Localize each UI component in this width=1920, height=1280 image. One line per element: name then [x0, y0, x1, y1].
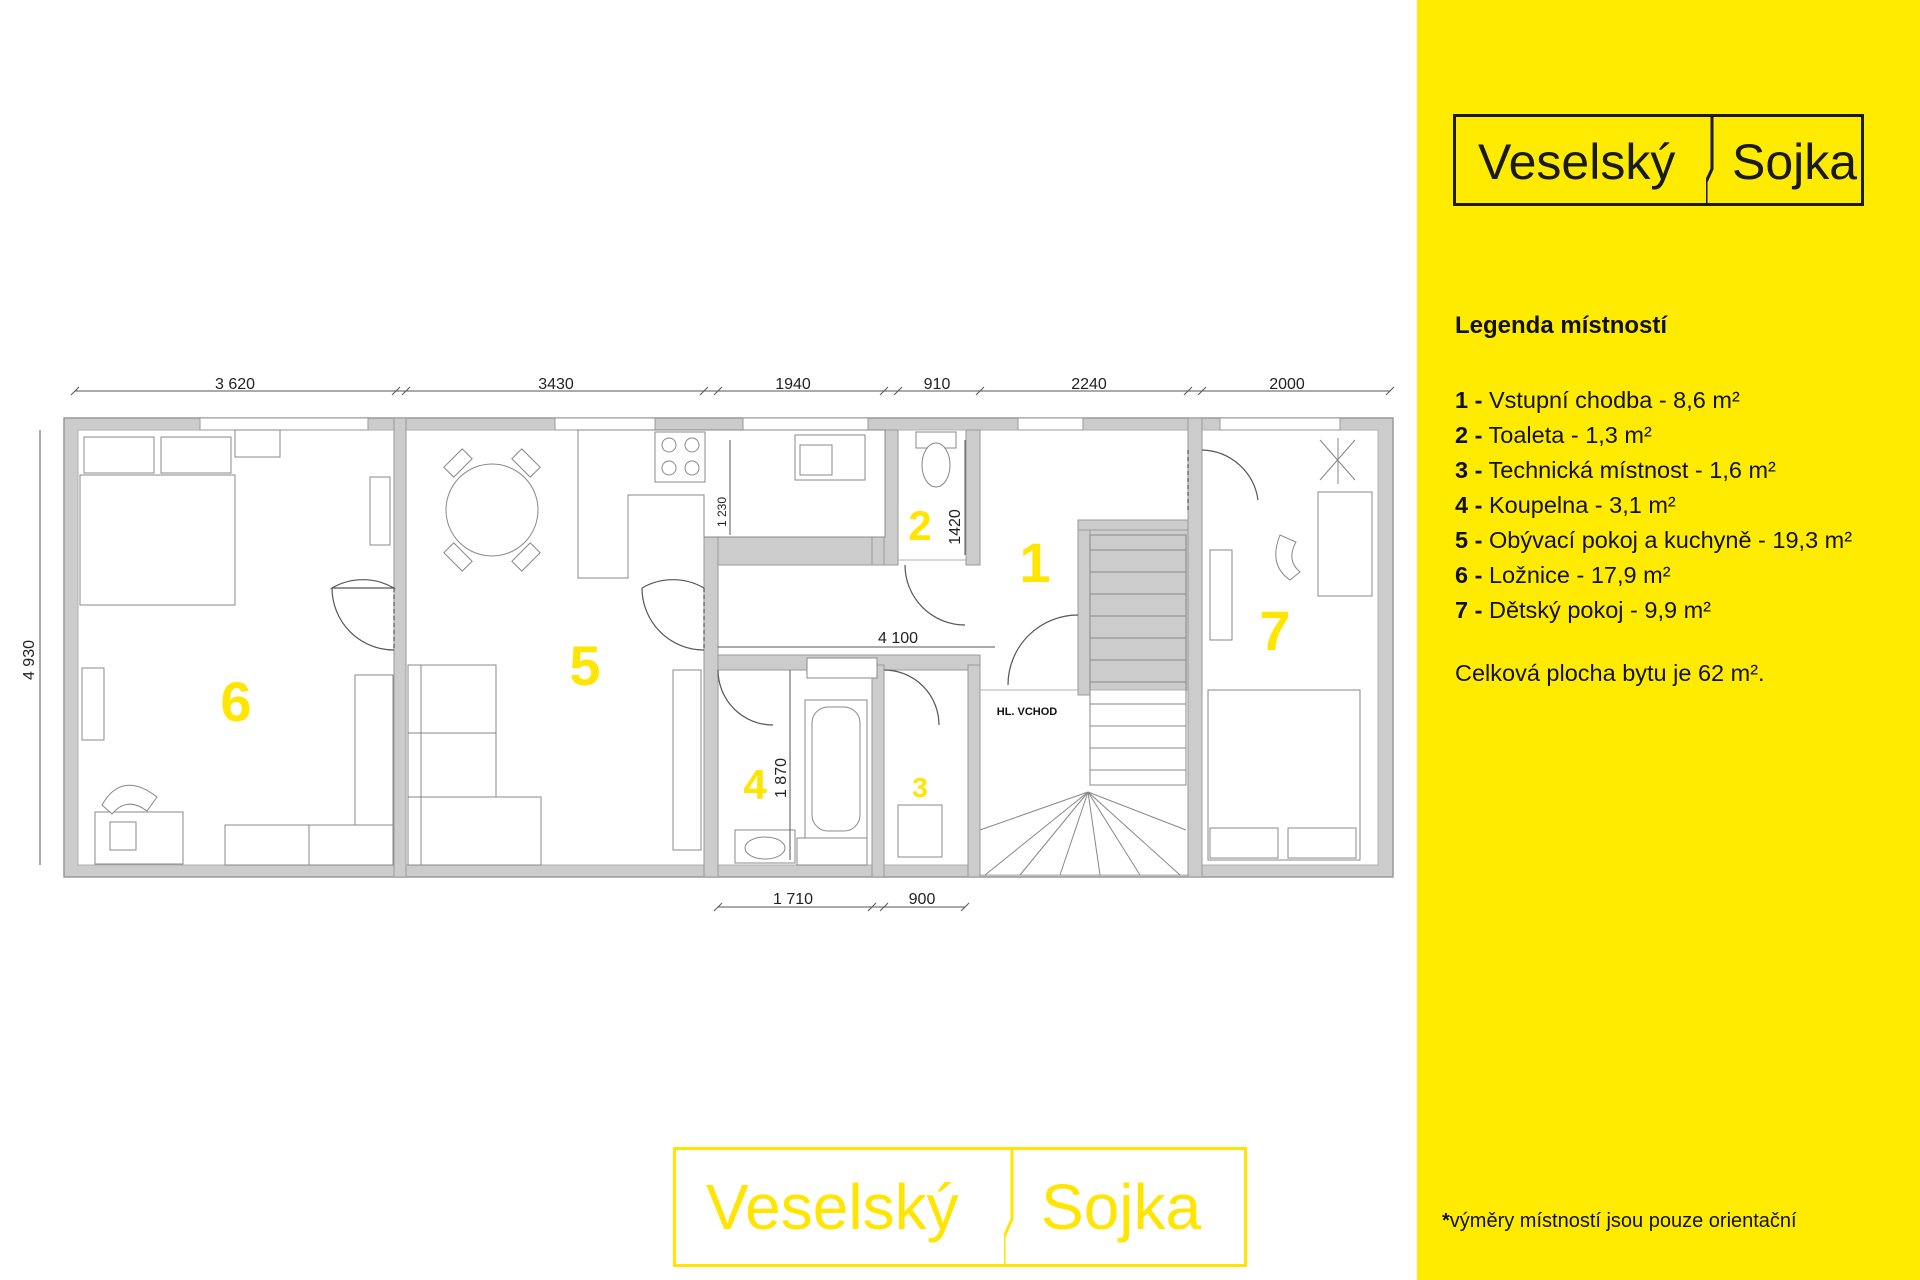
doors [329, 449, 1259, 726]
furniture [79, 429, 1373, 866]
staircase [979, 534, 1187, 876]
dimension-tick [879, 902, 889, 912]
room-number-5: 5 [569, 634, 600, 697]
legend-item: 6 - Ložnice - 17,9 m² [1455, 562, 1671, 588]
sofa [407, 664, 497, 800]
legend-item: 5 - Obývací pokoj a kuchyně - 19,3 m² [1455, 527, 1853, 553]
dim-top-1: 3 620 [215, 376, 255, 393]
dimension-tick [1197, 386, 1207, 396]
brand-logo-top: Veselský Sojka [1453, 114, 1864, 206]
dim-top-4: 910 [924, 376, 951, 393]
stair-tread [1087, 791, 1141, 876]
dimension-tick [70, 386, 80, 396]
room-number-3: 3 [912, 772, 928, 803]
room-numbers: 1 2 3 4 5 6 7 [220, 502, 1290, 808]
floor-plan: 3 620 3430 1940 910 2240 2000 4 930 1 71… [21, 376, 1395, 912]
brand-logo-bottom: Veselský Sojka [673, 1147, 1247, 1267]
room-number-7: 7 [1259, 599, 1290, 662]
stair-tread [1019, 791, 1089, 876]
dim-bottom-2: 900 [909, 891, 936, 908]
stair-tread [984, 791, 1089, 876]
legend-panel [1417, 0, 1920, 1280]
toilet-bowl [921, 442, 951, 488]
stair-tread [1087, 791, 1101, 876]
dim-top-5: 2240 [1071, 376, 1107, 393]
dimension-tick [401, 386, 411, 396]
room-number-1: 1 [1019, 531, 1050, 594]
brand-word-2: Sojka [1732, 134, 1858, 190]
dim-top-3: 1940 [775, 376, 811, 393]
dimension-tick [391, 386, 401, 396]
windows [199, 417, 1341, 431]
dim-toilet: 1420 [947, 509, 964, 545]
dim-bathroom: 1 870 [773, 758, 790, 798]
dimension-tick [1183, 386, 1193, 396]
dim-left: 4 930 [21, 640, 38, 680]
dimension-tick [879, 386, 889, 396]
dimension-tick [867, 902, 877, 912]
entrance-label: HL. VCHOD [997, 706, 1058, 718]
brand-word-1: Veselský [1478, 134, 1676, 190]
dimension-tick [960, 902, 970, 912]
total-area: Celková plocha bytu je 62 m². [1455, 660, 1765, 686]
legend-item: 7 - Dětský pokoj - 9,9 m² [1455, 597, 1711, 623]
stair-tread [1059, 791, 1089, 876]
dimension-tick [699, 386, 709, 396]
legend-item: 1 - Vstupní chodba - 8,6 m² [1455, 387, 1740, 413]
legend-title: Legenda místností [1455, 312, 1668, 339]
dimension-tick [1385, 386, 1395, 396]
room-number-4: 4 [743, 761, 767, 808]
brand-word-2: Sojka [1041, 1171, 1202, 1243]
dim-top-2: 3430 [538, 376, 574, 393]
legend-item: 2 - Toaleta - 1,3 m² [1455, 422, 1652, 448]
stair-tread [1087, 791, 1181, 876]
brand-slash-mark [1706, 114, 1714, 206]
dimension-labels: 3 620 3430 1940 910 2240 2000 4 930 1 71… [21, 376, 1305, 908]
room-number-6: 6 [220, 670, 251, 733]
stair-tread [979, 791, 1089, 831]
dimension-tick [713, 902, 723, 912]
dim-corridor: 4 100 [878, 630, 918, 647]
dim-kitchen: 1 230 [715, 497, 729, 527]
dining-table [445, 463, 539, 557]
dimension-tick [975, 386, 985, 396]
footnote: *výměry místností jsou pouze orientační [1442, 1210, 1797, 1232]
brand-slash-mark [1004, 1147, 1014, 1267]
dim-bottom-1: 1 710 [773, 891, 813, 908]
room-number-2: 2 [908, 502, 931, 549]
legend-item: 4 - Koupelna - 3,1 m² [1455, 492, 1676, 518]
legend-item: 3 - Technická místnost - 1,6 m² [1455, 457, 1776, 483]
dim-top-6: 2000 [1269, 376, 1305, 393]
dimension-tick [893, 386, 903, 396]
brand-word-1: Veselský [706, 1171, 959, 1243]
dimension-tick [713, 386, 723, 396]
dimension-lines [39, 386, 1395, 912]
legend-list: 1 - Vstupní chodba - 8,6 m² 2 - Toaleta … [1455, 383, 1852, 628]
stair-tread [1087, 791, 1187, 831]
double-bed [79, 474, 236, 606]
